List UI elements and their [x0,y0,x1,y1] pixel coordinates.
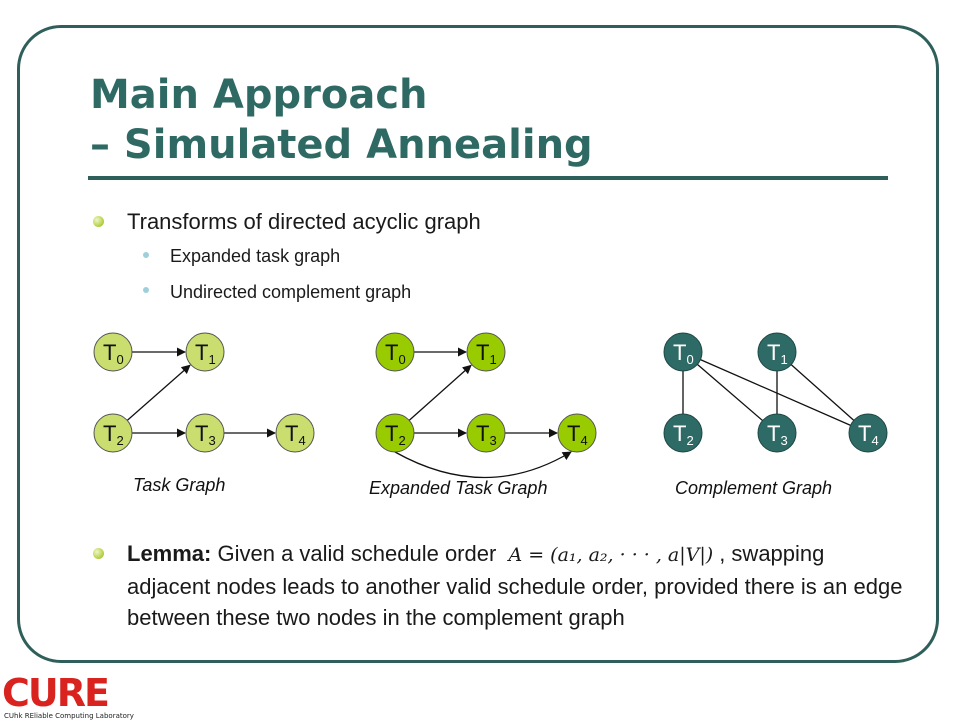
node-circle [185,332,225,372]
sub-bullet-dot [143,252,149,258]
node-t1: T1 [757,332,797,372]
bullet-text: Transforms of directed acyclic graph [127,209,481,234]
node-circle [93,413,133,453]
node-label: T2 [673,421,694,448]
node-circle [757,332,797,372]
node-label: T3 [195,421,216,448]
bullet-dot [93,216,104,227]
cure-tagline: CUhk REliable Computing Laboratory [4,712,134,720]
bullet-dot [93,548,104,559]
node-circle [185,413,225,453]
title-line-1: Main Approach [90,72,428,118]
node-circle [848,413,888,453]
edge-T0-T3 [682,351,778,434]
node-circle [466,413,506,453]
lemma-text: Lemma: Given a valid schedule order A = … [127,538,907,633]
node-label: T0 [103,340,124,367]
node-t3: T3 [757,413,797,453]
node-circle [557,413,597,453]
node-t4: T4 [275,413,315,453]
node-t0: T0 [663,332,703,372]
node-label: T1 [476,340,497,367]
node-t4: T4 [557,413,597,453]
node-label: T2 [385,421,406,448]
slide-frame [17,25,939,663]
node-label: T1 [767,340,788,367]
node-circle [663,332,703,372]
expanded-graph-caption: Expanded Task Graph [369,478,547,498]
lemma-intro: Given a valid schedule order [217,541,497,566]
complement-graph-caption: Complement Graph [675,478,832,498]
task-graph-caption: Task Graph [133,475,225,495]
edge-T1-T4 [776,351,869,434]
node-label: T4 [285,421,306,448]
edge-T2-T1 [126,364,191,421]
node-t3: T3 [466,413,506,453]
node-t4: T4 [848,413,888,453]
node-circle [93,332,133,372]
node-label: T0 [673,340,694,367]
node-t0: T0 [93,332,133,372]
node-t0: T0 [375,332,415,372]
node-label: T3 [476,421,497,448]
sub-bullet-text: Expanded task graph [170,246,341,266]
cure-logo: CURE CUhk REliable Computing Laboratory [2,672,134,720]
edge-T2-T4 [394,451,572,479]
edge-T2-T1 [408,364,472,421]
lemma-label: Lemma: [127,541,212,566]
node-label: T4 [858,421,879,448]
node-t1: T1 [466,332,506,372]
lemma-body: , swapping adjacent nodes leads to anoth… [127,541,903,630]
node-circle [757,413,797,453]
node-t2: T2 [375,413,415,453]
edge-T0-T4 [682,351,869,434]
node-t1: T1 [185,332,225,372]
node-t3: T3 [185,413,225,453]
node-label: T2 [103,421,124,448]
node-circle [375,332,415,372]
node-label: T0 [385,340,406,367]
slide-title: Main Approach – Simulated Annealing [90,70,593,170]
node-label: T3 [767,421,788,448]
node-circle [375,413,415,453]
title-line-2: – Simulated Annealing [90,122,593,168]
title-underline [88,176,888,180]
schedule-formula: A = (a₁, a₂, · · · , a|V|) [508,544,714,566]
node-t2: T2 [663,413,703,453]
node-label: T1 [195,340,216,367]
node-circle [663,413,703,453]
node-label: T4 [567,421,588,448]
sub-bullet-text: Undirected complement graph [170,282,412,302]
node-t2: T2 [93,413,133,453]
node-circle [466,332,506,372]
cure-wordmark: CURE [2,672,108,715]
node-circle [275,413,315,453]
sub-bullet-dot [143,287,149,293]
